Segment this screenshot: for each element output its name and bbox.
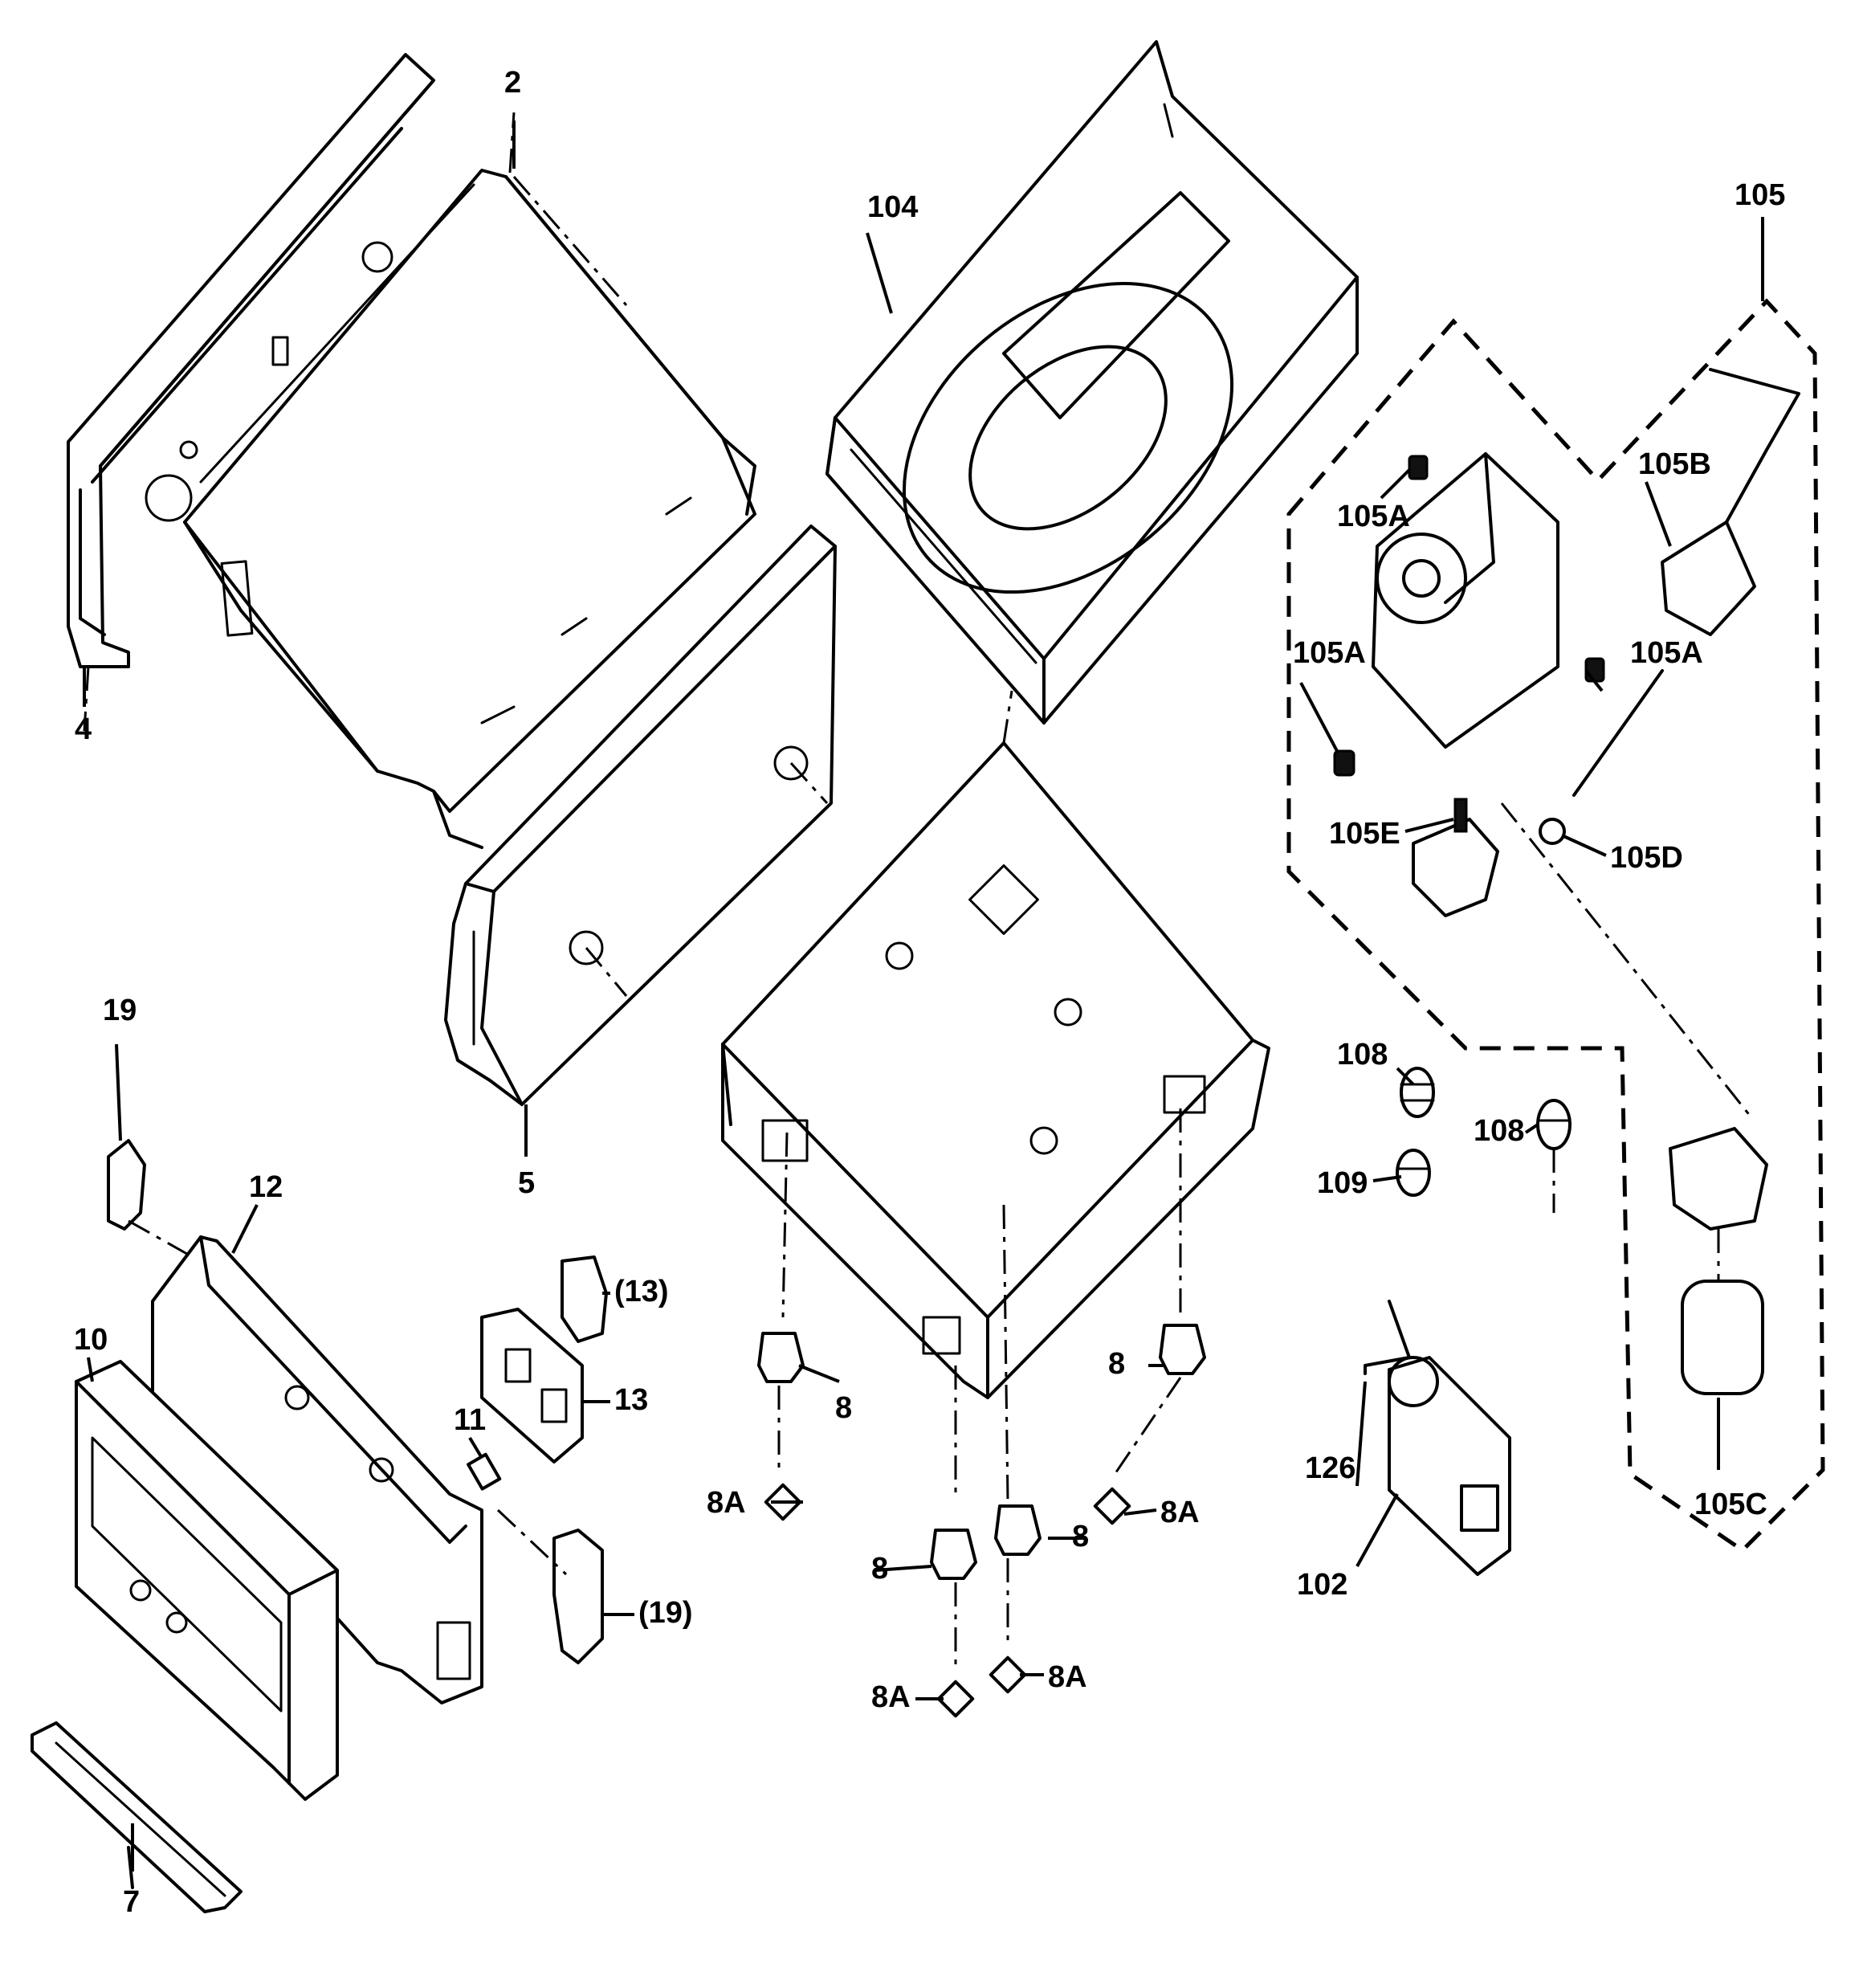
callout-105b: 105B — [1638, 447, 1711, 481]
callout-8-b: 8 — [871, 1552, 888, 1586]
callout-8a-b: 8A — [871, 1680, 911, 1714]
callout-8-a: 8 — [835, 1391, 852, 1425]
part-11-clip — [467, 1452, 502, 1491]
callout-labels: 2 4 5 7 8 8A 8 8A 8 8A 8 8A 10 11 12 13 … — [74, 66, 1785, 1919]
callout-8-d: 8 — [1108, 1347, 1125, 1381]
foot-8a-c — [989, 1655, 1027, 1694]
part-10-front-bezel — [75, 1360, 339, 1801]
callout-104: 104 — [867, 190, 918, 224]
callout-8a-c: 8A — [1048, 1660, 1087, 1694]
part-105a-screw-b — [1333, 749, 1355, 777]
part-105e-spring — [1453, 798, 1468, 833]
callout-102: 102 — [1297, 1568, 1347, 1602]
callout-108-a: 108 — [1337, 1038, 1388, 1072]
foot-8-a — [757, 1332, 805, 1474]
callout-12: 12 — [249, 1170, 283, 1204]
callout-105a-c: 105A — [1630, 636, 1703, 670]
callout-108-b: 108 — [1474, 1114, 1524, 1148]
callout-13: 13 — [614, 1383, 648, 1417]
callout-4: 4 — [75, 712, 92, 746]
part-105-traverse-assembly — [1286, 298, 1825, 1553]
foot-8-d — [1111, 1324, 1206, 1479]
callout-5: 5 — [518, 1166, 535, 1200]
callout-19-paren: (19) — [638, 1596, 693, 1630]
callout-105: 105 — [1735, 178, 1785, 212]
part-5-front-panel — [444, 525, 837, 1106]
callout-105a-b: 105A — [1293, 636, 1366, 670]
callout-109: 109 — [1317, 1166, 1368, 1200]
callout-11: 11 — [454, 1403, 486, 1437]
spring-109 — [1396, 1149, 1431, 1197]
foot-8-b — [930, 1529, 977, 1671]
foot-8-c — [994, 1504, 1042, 1647]
part-105a-screw-a — [1408, 455, 1429, 480]
callout-105c: 105C — [1694, 1488, 1767, 1521]
callout-105a-a: 105A — [1337, 500, 1410, 533]
callout-8-c: 8 — [1072, 1520, 1089, 1553]
callout-13-paren: (13) — [614, 1275, 669, 1308]
part-105d-gear — [1539, 818, 1566, 845]
callout-arrows — [83, 120, 1764, 1872]
callout-10: 10 — [74, 1323, 108, 1357]
part-104-disc-tray — [826, 40, 1359, 725]
part-19-secondary — [496, 1508, 604, 1664]
callout-8a-d: 8A — [1160, 1496, 1200, 1529]
part-19-bracket — [107, 1139, 194, 1259]
part-105a-screw-c — [1584, 657, 1605, 683]
part-4-side-bracket — [67, 53, 435, 732]
callout-8a-a: 8A — [707, 1486, 746, 1520]
part-126-belt — [1364, 1300, 1411, 1375]
callout-126: 126 — [1305, 1451, 1355, 1485]
part-2-top-cover — [183, 112, 756, 849]
callout-105e: 105E — [1329, 817, 1400, 851]
part-13-switch-board — [480, 1308, 584, 1463]
spring-108-b — [1536, 1099, 1572, 1213]
callout-19: 19 — [103, 994, 137, 1027]
callout-105d: 105D — [1610, 841, 1683, 875]
part-13-secondary — [561, 1255, 608, 1343]
foot-8a-b — [936, 1680, 975, 1718]
part-7-button-strip — [31, 1721, 243, 1913]
callout-2: 2 — [504, 66, 521, 100]
chassis-frame — [721, 690, 1270, 1503]
part-102-loading-motor — [1388, 1356, 1511, 1576]
foot-8a-d — [1093, 1487, 1131, 1525]
callout-7: 7 — [123, 1885, 140, 1919]
